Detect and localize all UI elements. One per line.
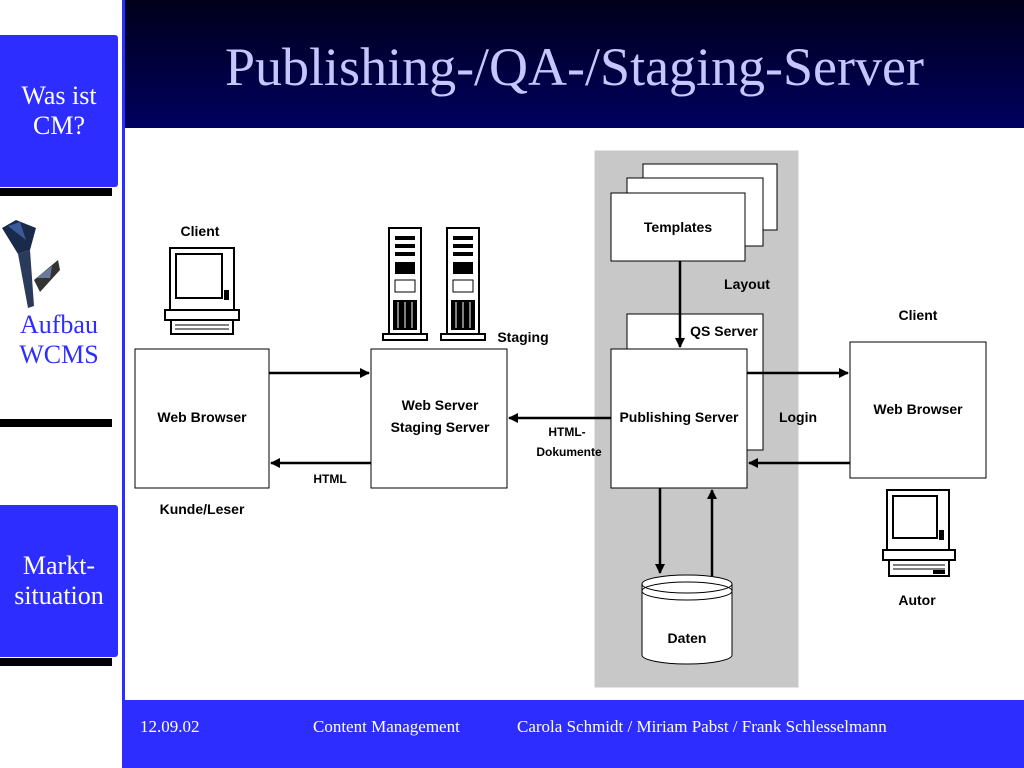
publishing-server-label: Publishing Server bbox=[619, 409, 739, 425]
nav-label-line1: Markt- bbox=[22, 551, 96, 580]
footer: 12.09.02 Content Management Carola Schmi… bbox=[125, 700, 1024, 768]
autor-label: Autor bbox=[898, 592, 936, 608]
web-browser-right-label: Web Browser bbox=[873, 401, 963, 417]
dart-icon bbox=[2, 220, 60, 308]
login-label: Login bbox=[779, 409, 817, 425]
web-server-box bbox=[370, 348, 508, 489]
templates-label: Templates bbox=[644, 219, 712, 235]
web-browser-left-box bbox=[134, 348, 270, 489]
nav-label-line2: WCMS bbox=[19, 340, 99, 369]
staging-label: Staging bbox=[497, 329, 548, 345]
nav-markt-situation[interactable]: Markt-situation bbox=[0, 505, 118, 657]
footer-date: 12.09.02 bbox=[140, 717, 200, 736]
nav-separator bbox=[0, 419, 112, 427]
computer-icon bbox=[882, 489, 956, 577]
nav-aufbau-wcms[interactable]: Aufbau WCMS bbox=[0, 310, 118, 370]
nav-label-line1: Was ist bbox=[21, 81, 97, 110]
layout-label: Layout bbox=[724, 276, 770, 292]
nav-label-line1: Aufbau bbox=[20, 310, 98, 339]
web-server-label-line1: Web Server bbox=[402, 397, 479, 413]
daten-label: Daten bbox=[668, 630, 707, 646]
page-title: Publishing-/QA-/Staging-Server bbox=[225, 37, 924, 97]
sidebar-divider bbox=[122, 0, 125, 768]
qs-server-label: QS Server bbox=[690, 323, 758, 339]
publishing-server-box bbox=[610, 348, 748, 489]
server-tower-icon bbox=[440, 227, 486, 341]
html-label: HTML bbox=[313, 472, 346, 486]
computer-icon bbox=[164, 247, 240, 335]
nav-label-line2: CM? bbox=[33, 111, 85, 140]
footer-authors: Carola Schmidt / Miriam Pabst / Frank Sc… bbox=[517, 717, 887, 736]
nav-label-line2: situation bbox=[14, 581, 104, 610]
templates-box bbox=[610, 192, 746, 262]
html-docs-label-line2: Dokumente bbox=[536, 445, 602, 459]
client-left-label: Client bbox=[181, 223, 220, 239]
architecture-diagram: Templates Layout QS Server Publishing Se… bbox=[134, 149, 987, 689]
footer-topic: Content Management bbox=[313, 717, 460, 736]
kunde-leser-label: Kunde/Leser bbox=[160, 501, 245, 517]
client-right-label: Client bbox=[899, 307, 938, 323]
web-server-label-line2: Staging Server bbox=[391, 419, 490, 435]
html-docs-label-line1: HTML- bbox=[548, 425, 585, 439]
header: Publishing-/QA-/Staging-Server bbox=[125, 0, 1024, 128]
server-tower-icon bbox=[382, 227, 428, 341]
web-browser-right-box bbox=[849, 341, 987, 479]
nav-separator bbox=[0, 658, 112, 666]
database-icon bbox=[641, 574, 733, 665]
nav-separator bbox=[0, 188, 112, 196]
web-browser-left-label: Web Browser bbox=[157, 409, 247, 425]
